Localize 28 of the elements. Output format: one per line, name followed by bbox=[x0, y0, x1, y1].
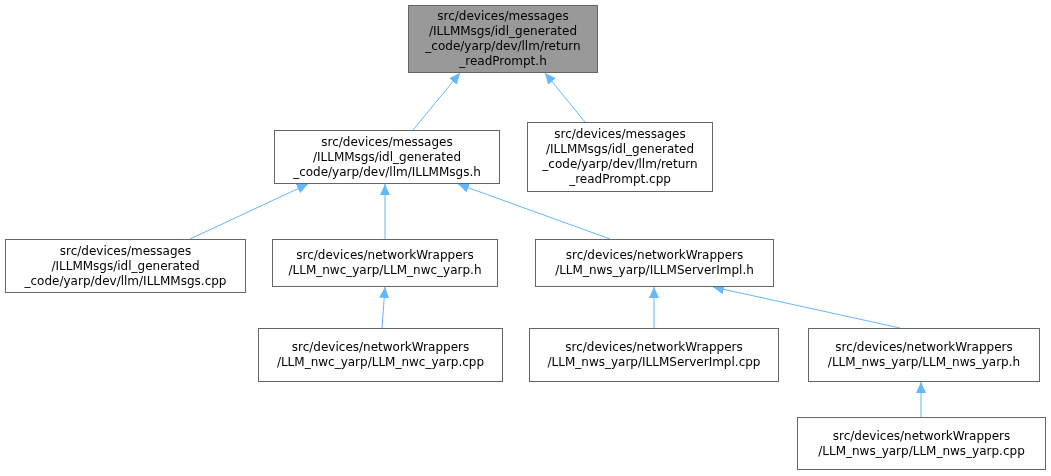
arrow bbox=[412, 72, 461, 131]
file-path: src/devices/networkWrappers /LLM_nws_yarp/LLM_nws_yarp.cpp bbox=[817, 428, 1026, 459]
file-box bbox=[408, 5, 598, 73]
file-box bbox=[527, 122, 713, 192]
file-box bbox=[808, 328, 1040, 382]
file-path: src/devices/messages /ILLMMsgs/idl_generated _code/yarp/dev/llm/return _readPrompt.h bbox=[424, 9, 582, 69]
arrow bbox=[544, 72, 586, 123]
arrow bbox=[380, 183, 390, 240]
file-box bbox=[258, 328, 503, 382]
arrow bbox=[189, 183, 309, 240]
file-box bbox=[535, 239, 774, 287]
file-path: src/devices/networkWrappers /LLM_nws_yarp/ILLMServerImpl.cpp bbox=[546, 340, 762, 370]
arrow bbox=[916, 381, 926, 418]
arrow bbox=[649, 286, 659, 329]
arrow bbox=[379, 286, 390, 329]
file-box bbox=[272, 239, 498, 287]
file-box bbox=[274, 130, 500, 184]
file-path: src/devices/networkWrappers /LLM_nws_yarp/ILLMServerImpl.h bbox=[554, 248, 755, 278]
file-path: src/devices/messages /ILLMMsgs/idl_generated _code/yarp/dev/llm/ILLMMsgs.cpp bbox=[23, 243, 228, 289]
file-box bbox=[529, 328, 779, 382]
file-box bbox=[5, 239, 246, 293]
file-path: src/devices/networkWrappers /LLM_nwc_yarp/LLM_nwc_yarp.cpp bbox=[275, 340, 486, 370]
file-path: src/devices/networkWrappers /LLM_nwc_yarp/LLM_nwc_yarp.h bbox=[287, 248, 483, 278]
file-path: src/devices/messages /ILLMMsgs/idl_generated _code/yarp/dev/llm/ILLMMsgs.h bbox=[292, 134, 482, 180]
file-path: src/devices/messages /ILLMMsgs/idl_generated _code/yarp/dev/llm/return _readPrompt.cpp bbox=[541, 127, 699, 187]
file-box bbox=[797, 417, 1046, 470]
arrow bbox=[457, 183, 611, 240]
file-path: src/devices/networkWrappers /LLM_nws_yarp/LLM_nws_yarp.h bbox=[826, 340, 1022, 370]
